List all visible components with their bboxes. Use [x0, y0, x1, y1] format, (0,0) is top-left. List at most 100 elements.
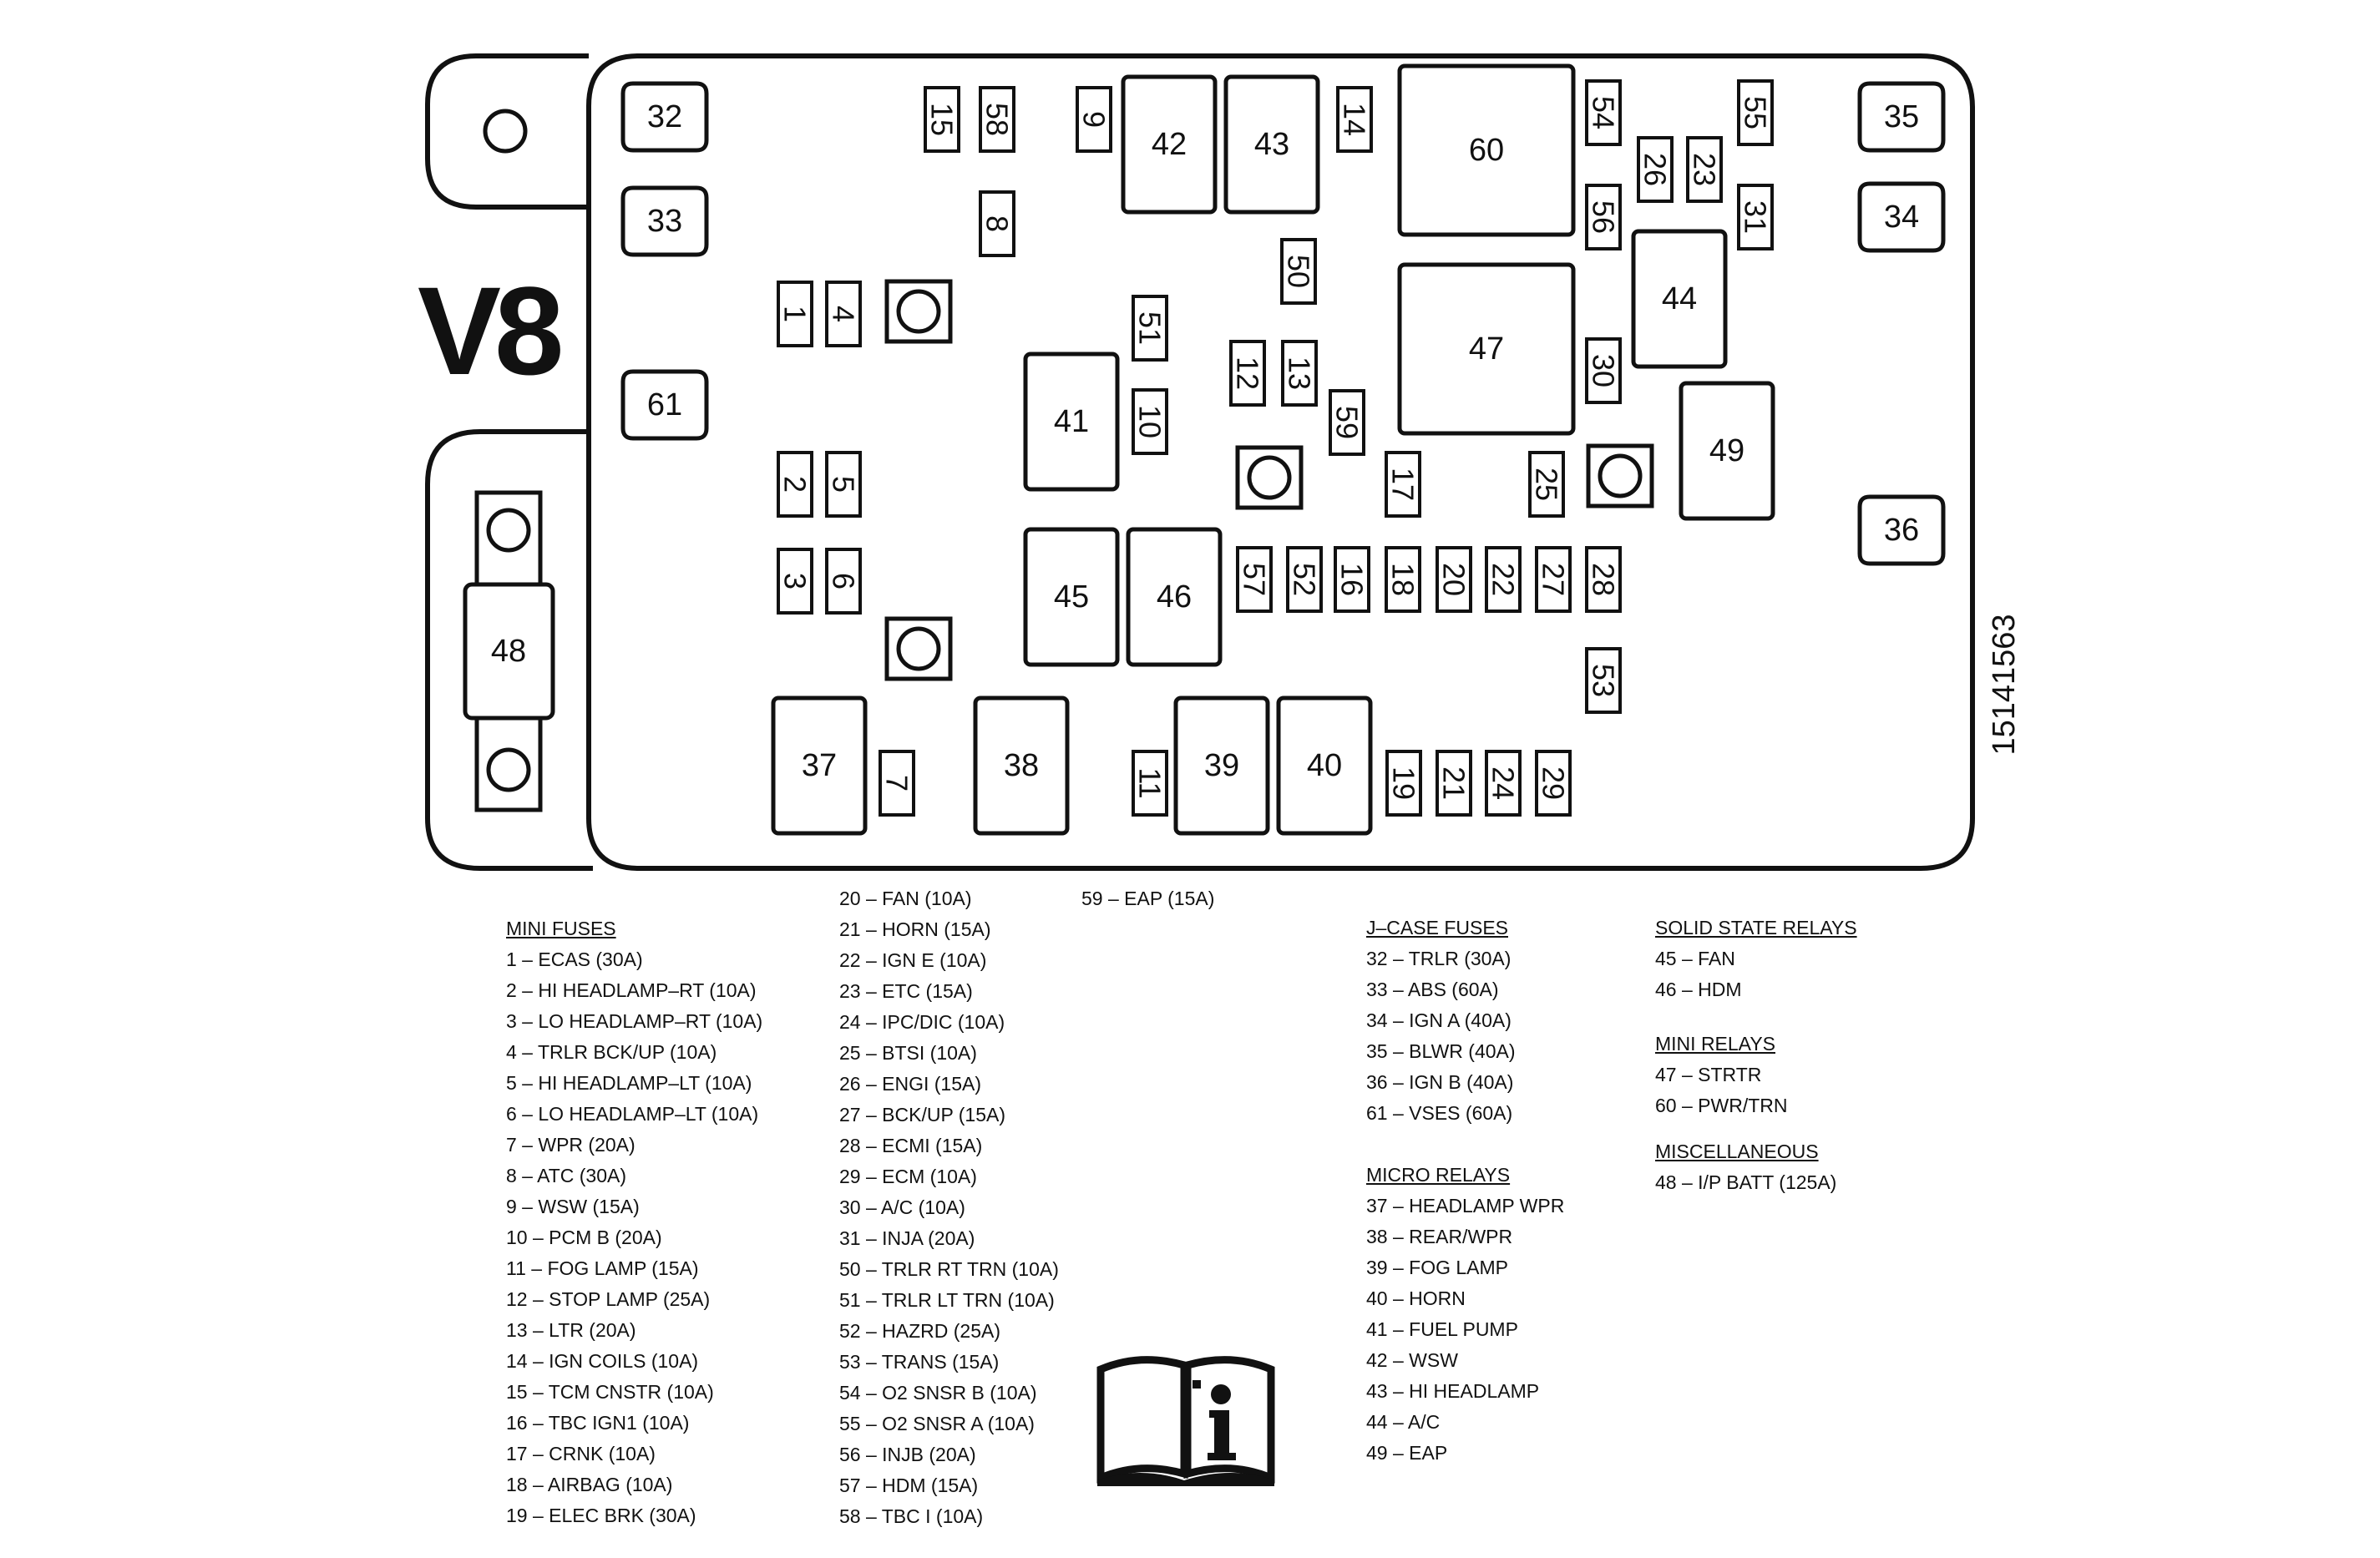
fuse-label-54: 54: [1587, 96, 1621, 129]
fuse-label-5: 5: [827, 476, 861, 493]
relay-label-49: 49: [1709, 433, 1744, 468]
legend-item-mini-fuse-b-3: 23 – ETC (15A): [839, 980, 973, 1002]
jcase-fuse-33: 33: [620, 185, 709, 257]
jcase-label-33: 33: [647, 204, 682, 239]
legend-item-mini-fuse-9: 10 – PCM B (20A): [506, 1227, 662, 1248]
fuse-label-7: 7: [880, 775, 914, 792]
relay-41: 41: [1023, 352, 1120, 492]
fuse-label-57: 57: [1238, 563, 1272, 596]
legend-heading-micro-relays: MICRO RELAYS: [1366, 1164, 1511, 1186]
legend-heading-mini-relays: MINI RELAYS: [1655, 1033, 1775, 1055]
fuse-label-24: 24: [1486, 766, 1521, 800]
relay-44: 44: [1631, 229, 1728, 369]
relay-39: 39: [1173, 696, 1270, 836]
fuse-label-9: 9: [1077, 111, 1112, 128]
legend-item-mini-fuse-b-2: 22 – IGN E (10A): [839, 949, 987, 971]
mini-fuse-20: 20: [1436, 546, 1472, 613]
legend-item-mini-relay-0: 47 – STRTR: [1655, 1064, 1762, 1085]
fuse-label-16: 16: [1335, 563, 1370, 596]
fuse-label-52: 52: [1288, 563, 1322, 596]
relay-label-39: 39: [1204, 748, 1239, 783]
relay-label-43: 43: [1254, 127, 1289, 162]
fuse-label-13: 13: [1283, 357, 1317, 390]
relay-37: 37: [771, 696, 868, 836]
mini-fuse-29: 29: [1535, 750, 1572, 817]
jcase-label-61: 61: [647, 387, 682, 422]
legend-item-mini-fuse-0: 1 – ECAS (30A): [506, 948, 643, 970]
mini-fuse-11: 11: [1132, 750, 1168, 817]
mini-fuse-27: 27: [1535, 546, 1572, 613]
legend-item-mini-fuse-b-8: 28 – ECMI (15A): [839, 1135, 983, 1156]
mini-fuse-26: 26: [1637, 136, 1674, 203]
legend-item-solid-state-relay-0: 45 – FAN: [1655, 948, 1735, 969]
legend-item-mini-fuse-b-20: 58 – TBC I (10A): [839, 1505, 984, 1527]
legend-heading-miscellaneous: MISCELLANEOUS: [1655, 1141, 1819, 1162]
legend-list-mini-fuses-1: 1 – ECAS (30A) 2 – HI HEADLAMP–RT (10A) 3 …: [506, 944, 762, 1531]
fuse-label-3: 3: [778, 573, 813, 589]
fuse-label-28: 28: [1587, 563, 1621, 596]
fuse-label-6: 6: [827, 573, 861, 589]
legend-item-mini-fuse-11: 12 – STOP LAMP (25A): [506, 1288, 711, 1310]
legend-item-misc-0: 48 – I/P BATT (125A): [1655, 1171, 1837, 1193]
mini-fuse-5: 5: [825, 451, 862, 518]
legend-item-micro-relay-2: 39 – FOG LAMP: [1366, 1257, 1509, 1278]
jcase-fuse-61: 61: [620, 369, 709, 441]
layout-label: V8: [418, 261, 560, 401]
fuse-label-12: 12: [1231, 357, 1265, 390]
mini-fuse-18: 18: [1385, 546, 1421, 613]
mini-fuse-10: 10: [1132, 388, 1168, 455]
legend-item-mini-fuse-17: 18 – AIRBAG (10A): [506, 1474, 673, 1495]
fuse-label-51: 51: [1133, 311, 1167, 345]
fuse-label-31: 31: [1739, 200, 1773, 234]
mini-fuse-12: 12: [1229, 340, 1266, 407]
legend-item-mini-fuse-2: 3 – LO HEADLAMP–RT (10A): [506, 1010, 763, 1032]
mini-fuse-50: 50: [1280, 238, 1317, 305]
relay-label-40: 40: [1307, 748, 1342, 783]
legend-mini-fuses-cont: 20 – FAN (10A)21 – HORN (15A)22 – IGN E …: [839, 883, 1059, 1532]
mini-fuse-30: 30: [1585, 337, 1622, 404]
relay-46: 46: [1126, 527, 1223, 667]
legend-item-mini-fuse-b-11: 31 – INJA (20A): [839, 1227, 975, 1249]
legend-item-mini-fuse-6: 7 – WPR (20A): [506, 1134, 636, 1156]
legend-item-micro-relay-0: 37 – HEADLAMP WPR: [1366, 1195, 1565, 1217]
legend-item-mini-fuse-b-19: 57 – HDM (15A): [839, 1475, 979, 1496]
jcase-label-35: 35: [1884, 99, 1919, 134]
legend-item-micro-relay-4: 41 – FUEL PUMP: [1366, 1318, 1518, 1340]
relay-60: 60: [1397, 63, 1576, 237]
jcase-label-34: 34: [1884, 200, 1919, 235]
legend-item-jcase-fuse-4: 36 – IGN B (40A): [1366, 1071, 1514, 1093]
relay-42: 42: [1121, 74, 1218, 215]
legend-item-micro-relay-3: 40 – HORN: [1366, 1287, 1466, 1309]
jcase-fuse-36: 36: [1857, 494, 1946, 566]
fuse-label-26: 26: [1638, 153, 1673, 186]
legend-item-mini-fuse-4: 5 – HI HEADLAMP–LT (10A): [506, 1072, 752, 1094]
relay-47: 47: [1397, 262, 1576, 436]
mini-fuse-3: 3: [777, 548, 813, 615]
legend-item-micro-relay-6: 43 – HI HEADLAMP: [1366, 1380, 1540, 1402]
mini-fuse-19: 19: [1385, 750, 1422, 817]
legend-item-micro-relay-8: 49 – EAP: [1366, 1442, 1448, 1464]
fuse-label-56: 56: [1587, 200, 1621, 234]
mini-fuse-52: 52: [1286, 546, 1323, 613]
legend-mini-fuses: MINI FUSES 1 – ECAS (30A)2 – HI HEADLAMP…: [506, 913, 762, 1531]
relay-label-47: 47: [1469, 331, 1504, 367]
legend-item-mini-fuse-1: 2 – HI HEADLAMP–RT (10A): [506, 979, 757, 1001]
legend-item-mini-fuse-c-0: 59 – EAP (15A): [1081, 888, 1215, 909]
legend-item-jcase-fuse-0: 32 – TRLR (30A): [1366, 948, 1512, 969]
mini-fuse-54: 54: [1585, 79, 1622, 146]
mini-fuse-55: 55: [1737, 79, 1774, 146]
legend-list-miscellaneous: 48 – I/P BATT (125A): [1655, 1167, 1857, 1198]
legend-item-jcase-fuse-2: 34 – IGN A (40A): [1366, 1009, 1512, 1031]
mini-fuse-1: 1: [777, 281, 813, 347]
mini-fuse-31: 31: [1737, 184, 1774, 250]
mini-fuse-51: 51: [1132, 295, 1168, 362]
legend-item-micro-relay-1: 38 – REAR/WPR: [1366, 1226, 1513, 1247]
mounting-hole: [483, 109, 528, 154]
mini-fuse-15: 15: [924, 86, 960, 153]
mini-fuse-9: 9: [1076, 86, 1112, 153]
fuse-label-27: 27: [1537, 563, 1571, 596]
relay-label-45: 45: [1054, 579, 1089, 615]
mini-fuse-21: 21: [1436, 750, 1472, 817]
legend-item-mini-fuse-b-5: 25 – BTSI (10A): [839, 1042, 977, 1064]
